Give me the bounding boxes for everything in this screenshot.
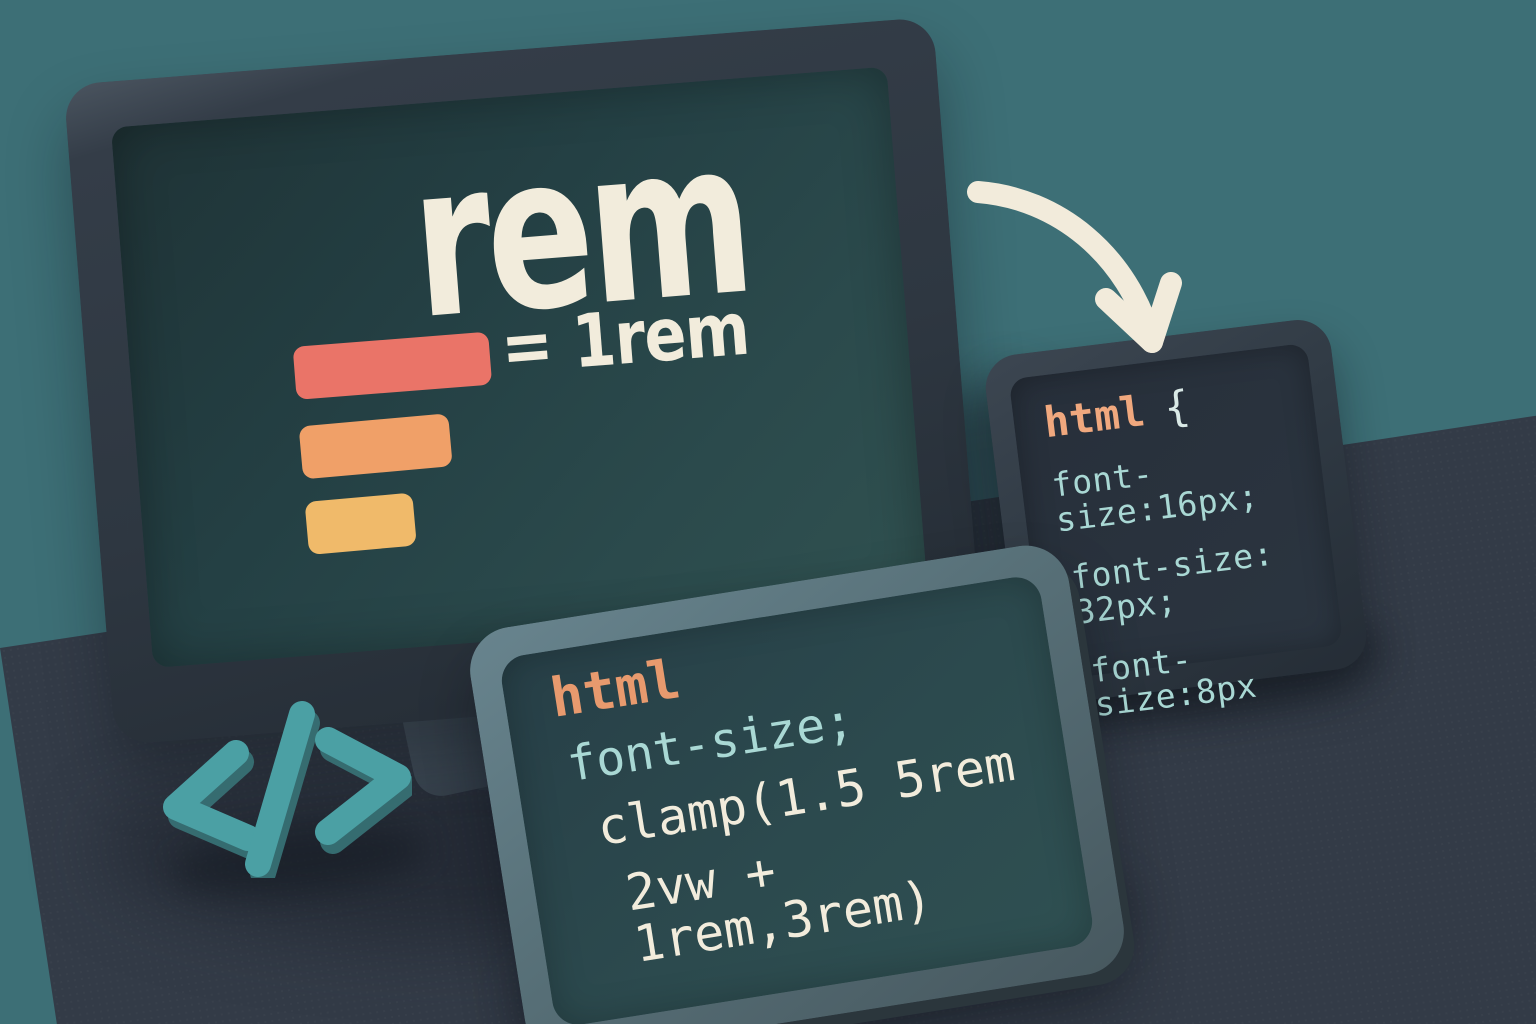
code-line-selector: html{ [1041,370,1303,448]
rem-equation: = 1rem [497,285,752,391]
monitor-screen: rem = 1rem [110,66,929,668]
code-brackets-icon [163,701,412,878]
code-line-font-size-16: font-size:16px; [1049,453,1261,540]
rem-bar-medium [298,413,453,480]
rem-bar-small [304,492,417,555]
open-brace: { [1161,380,1193,433]
css-selector: html [1041,386,1148,448]
code-line-font-size-32: font-size: 32px; [1068,533,1276,632]
curved-arrow-icon [967,181,1182,353]
rem-bar-large [292,331,493,400]
